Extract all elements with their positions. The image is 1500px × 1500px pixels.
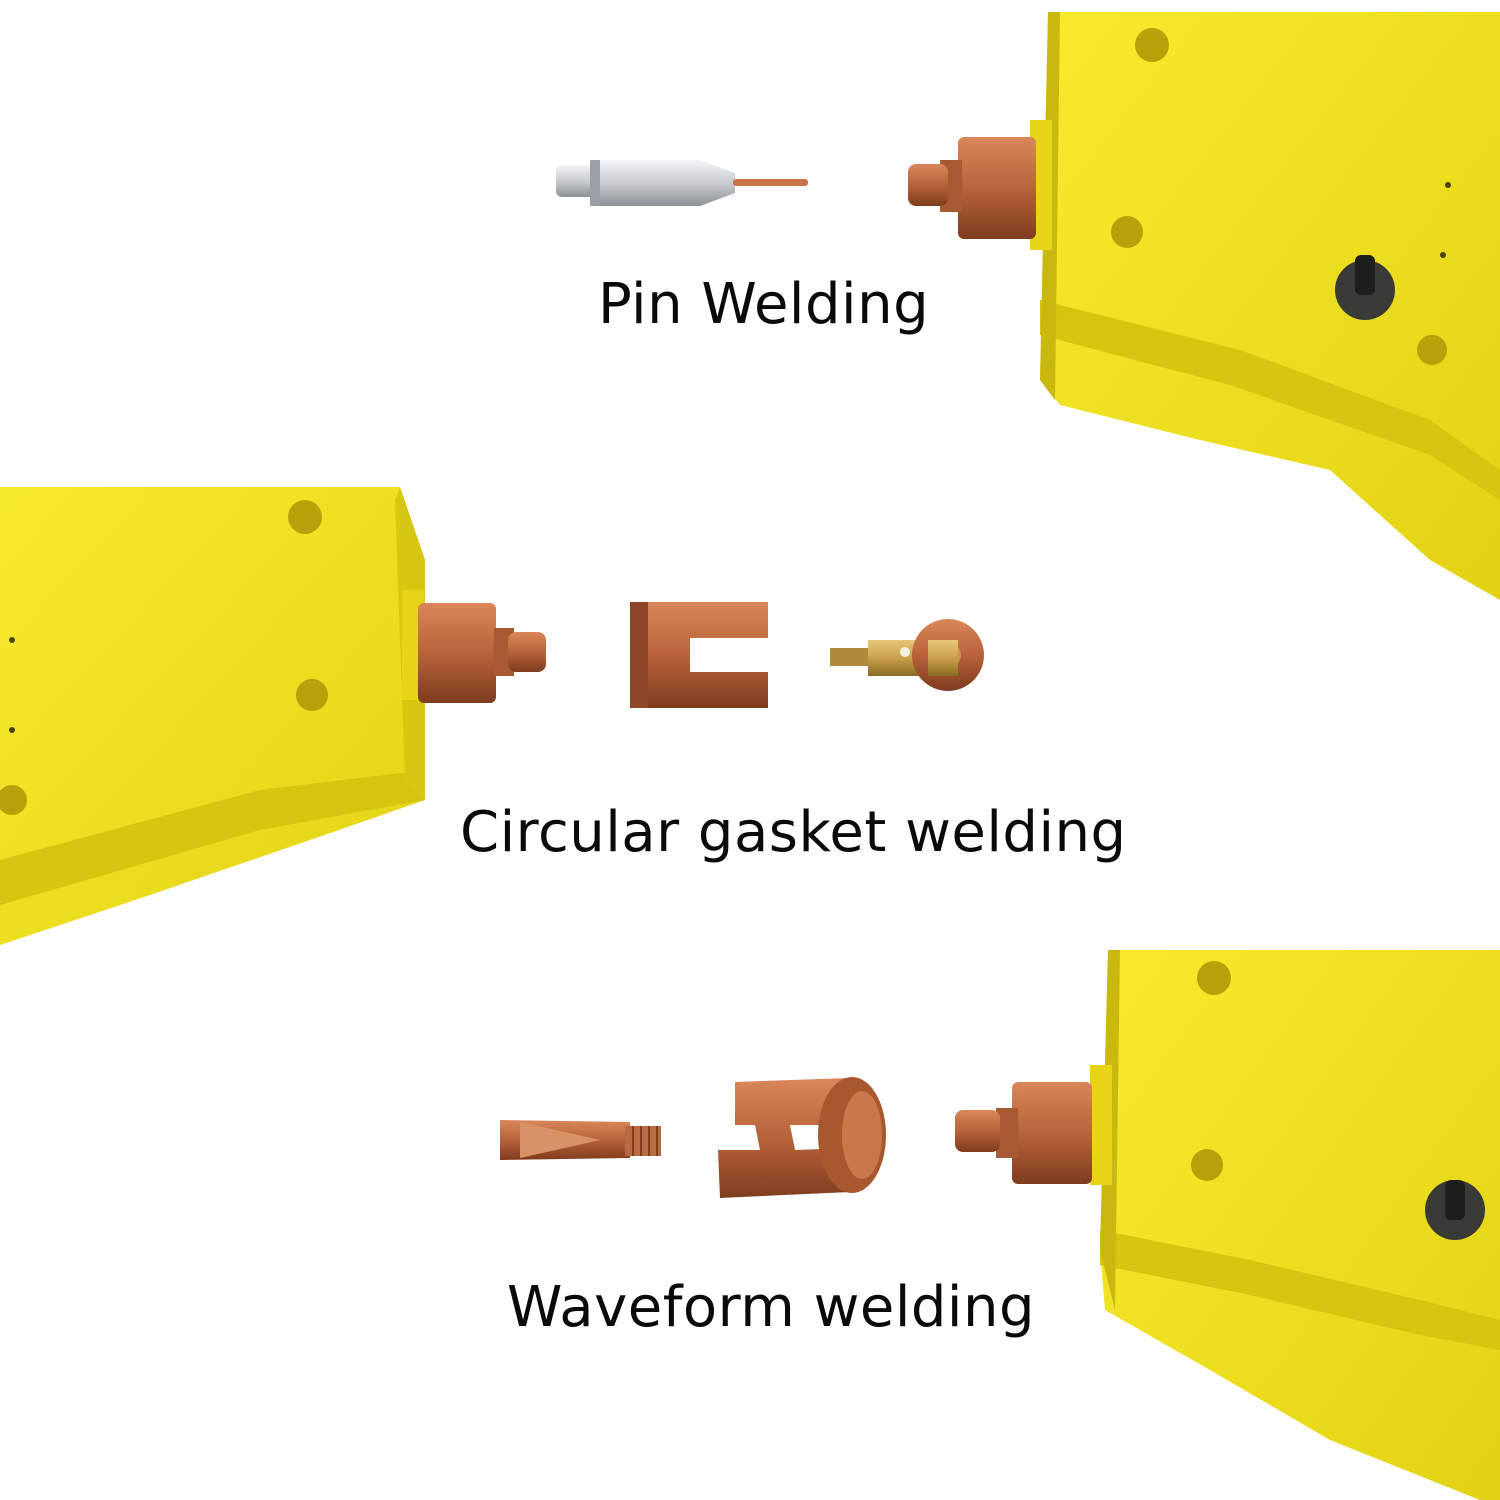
gasket-roller-electrode (830, 619, 984, 691)
top-gun-electrode-holder (908, 137, 1036, 239)
pin-welding-electrode (556, 160, 808, 206)
waveform-flat-tip-electrode (500, 1120, 661, 1160)
waveform-welding-label: Waveform welding (507, 1275, 1036, 1340)
pin-welding-label: Pin Welding (598, 272, 930, 337)
waveform-slotted-cylinder-electrode (718, 1077, 886, 1198)
top-spot-welder-gun (1030, 12, 1500, 600)
middle-gun-electrode-holder (418, 603, 546, 703)
middle-spot-welder-gun (0, 487, 425, 945)
circular-gasket-slotted-electrode (630, 602, 768, 708)
bottom-spot-welder-gun (1090, 950, 1500, 1500)
circular-gasket-welding-label: Circular gasket welding (460, 800, 1127, 865)
bottom-gun-electrode-holder (955, 1082, 1092, 1184)
